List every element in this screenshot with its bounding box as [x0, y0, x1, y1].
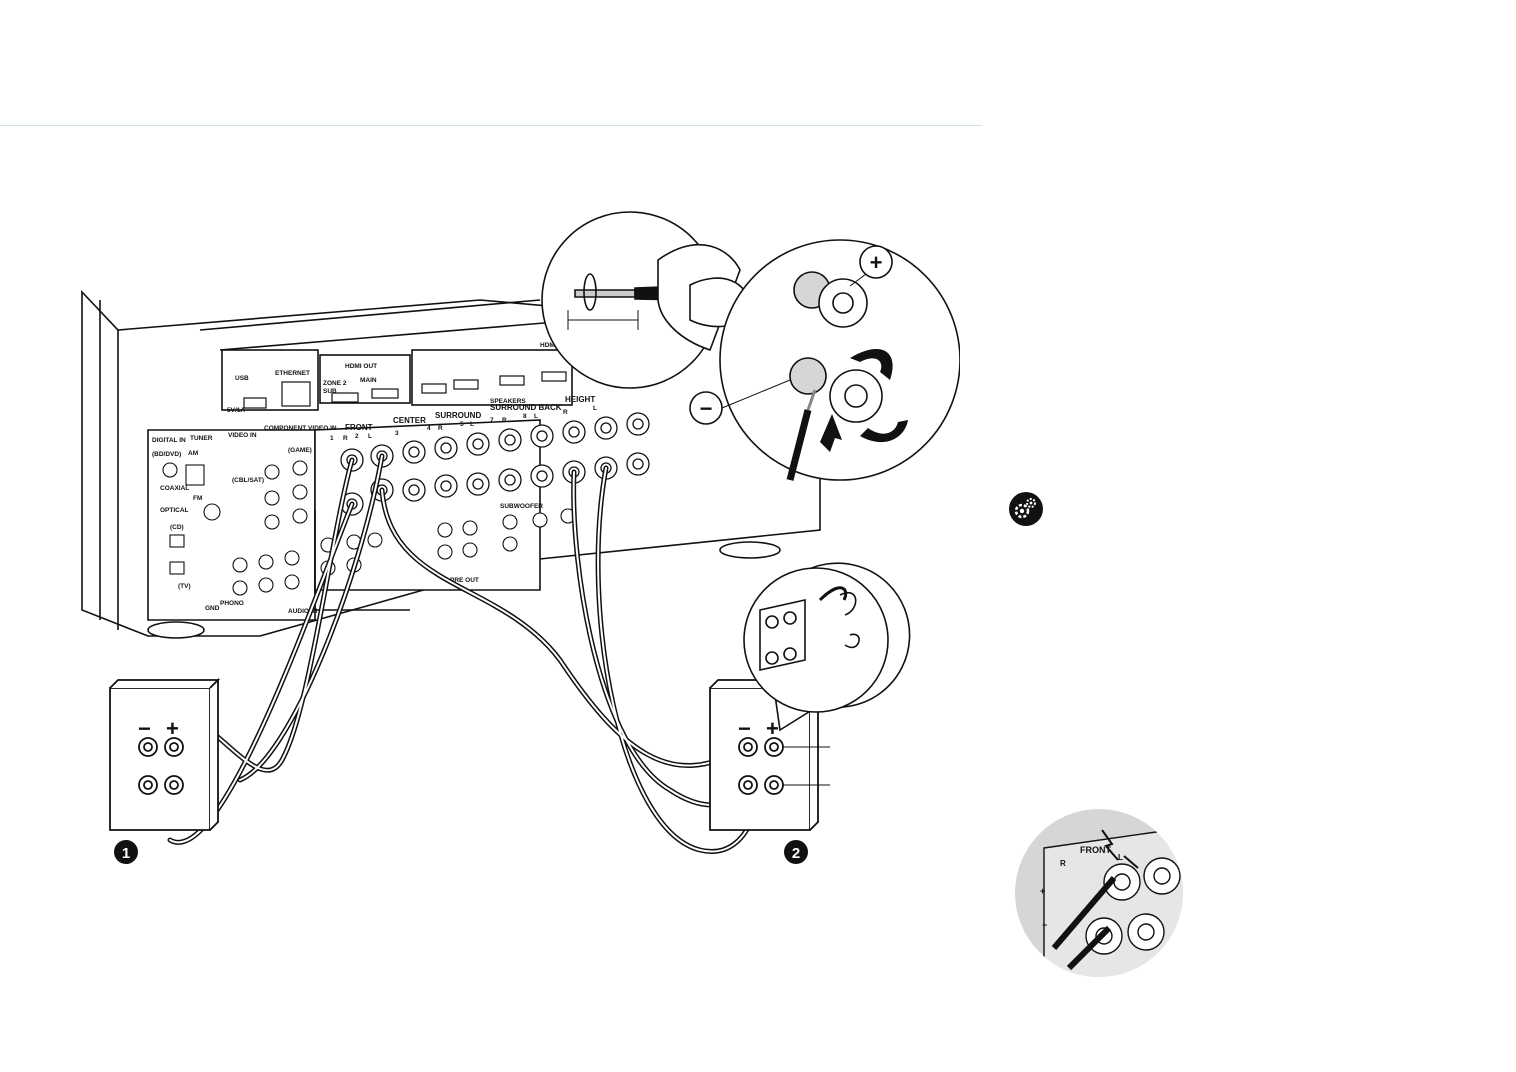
wire-strip-inset [541, 211, 751, 389]
label-surround-l: L [470, 421, 474, 428]
label-sb-l: L [534, 413, 538, 420]
speaker-2-plus: + [766, 716, 779, 741]
label-optical: OPTICAL [160, 507, 189, 514]
top-rule [0, 125, 982, 126]
label-fm: FM [193, 495, 202, 502]
label-video-in: VIDEO IN [228, 432, 257, 439]
svg-text:2: 2 [792, 845, 800, 862]
label-zone2: ZONE 2 [323, 380, 347, 387]
label-component-video-in: COMPONENT VIDEO IN [264, 425, 337, 432]
plus-callout: + [849, 245, 893, 287]
label-main: MAIN [360, 377, 377, 384]
svg-text:1: 1 [122, 845, 130, 862]
label-sb-7: 7 [490, 417, 494, 424]
minus-callout: − [689, 379, 791, 425]
label-hdmi-in: HDMI IN [540, 342, 565, 349]
inset-label-front: FRONT [1080, 845, 1111, 855]
hdmi-ports [243, 371, 567, 409]
speaker-2-minus: − [738, 716, 751, 741]
rca-jacks [162, 460, 576, 596]
label-sb-r: R [502, 417, 507, 424]
inset-label-minus: − [1042, 920, 1047, 930]
badge-speaker-2: 2 [784, 840, 808, 864]
label-bd-dvd: (BD/DVD) [152, 451, 181, 458]
label-cd: (CD) [170, 524, 184, 531]
label-front: FRONT [345, 423, 373, 432]
label-front-r: R [343, 435, 348, 442]
inset-label-r: R [1060, 859, 1066, 868]
label-sb-8: 8 [523, 413, 527, 420]
connection-diagram: DIGITAL IN TUNER VIDEO IN COMPONENT VIDE… [81, 211, 960, 864]
inset-label-plus: + [1040, 886, 1045, 896]
label-center-3: 3 [395, 430, 399, 437]
label-height: HEIGHT [565, 395, 595, 404]
label-surround-back: SURROUND BACK [490, 403, 562, 412]
label-height-l: L [593, 405, 597, 412]
binding-post-inset [719, 239, 960, 481]
label-front-1: 1 [330, 435, 334, 442]
label-usb-rating: 5V/1A [227, 407, 245, 414]
label-cbl-sat: (CBL/SAT) [232, 477, 264, 484]
speaker-1-minus: − [138, 716, 151, 741]
label-phono: PHONO [220, 600, 244, 607]
label-surround-5: 5 [460, 421, 464, 428]
inset-label-l: L [1118, 853, 1123, 862]
label-front-l: L [368, 433, 372, 440]
label-surround: SURROUND [435, 411, 481, 420]
label-height-r: R [563, 409, 568, 416]
label-audio-in: AUDIO IN [288, 608, 318, 615]
label-tuner: TUNER [190, 435, 213, 442]
label-digital-in: DIGITAL IN [152, 437, 186, 444]
badge-speaker-1: 1 [114, 840, 138, 864]
label-am: AM [188, 450, 198, 457]
label-surround-4: 4 [427, 425, 431, 432]
tighten-arrows [820, 349, 908, 452]
label-surround-r: R [438, 425, 443, 432]
front-terminal-detail-inset: FRONT R L + − [1015, 809, 1183, 977]
jumper-detail-inset [743, 562, 911, 732]
speaker-terminals [340, 412, 650, 516]
svg-text:−: − [700, 396, 713, 421]
label-ethernet: ETHERNET [275, 370, 310, 377]
label-front-2: 2 [355, 433, 359, 440]
label-tv: (TV) [178, 583, 191, 590]
speaker-1 [109, 677, 221, 831]
gears-icon [1009, 492, 1043, 526]
svg-text:+: + [870, 250, 883, 275]
label-sub: SUB [323, 388, 337, 395]
label-subwoofer: SUBWOOFER [500, 503, 543, 510]
label-coaxial: COAXIAL [160, 485, 189, 492]
label-hdmi-out: HDMI OUT [345, 363, 377, 370]
label-usb: USB [235, 375, 249, 382]
label-gnd: GND [205, 605, 220, 612]
label-center: CENTER [393, 416, 426, 425]
label-pre-out: PRE OUT [450, 577, 479, 584]
label-game: (GAME) [288, 447, 312, 454]
label-speakers: SPEAKERS [490, 398, 526, 405]
speaker-1-plus: + [166, 716, 179, 741]
